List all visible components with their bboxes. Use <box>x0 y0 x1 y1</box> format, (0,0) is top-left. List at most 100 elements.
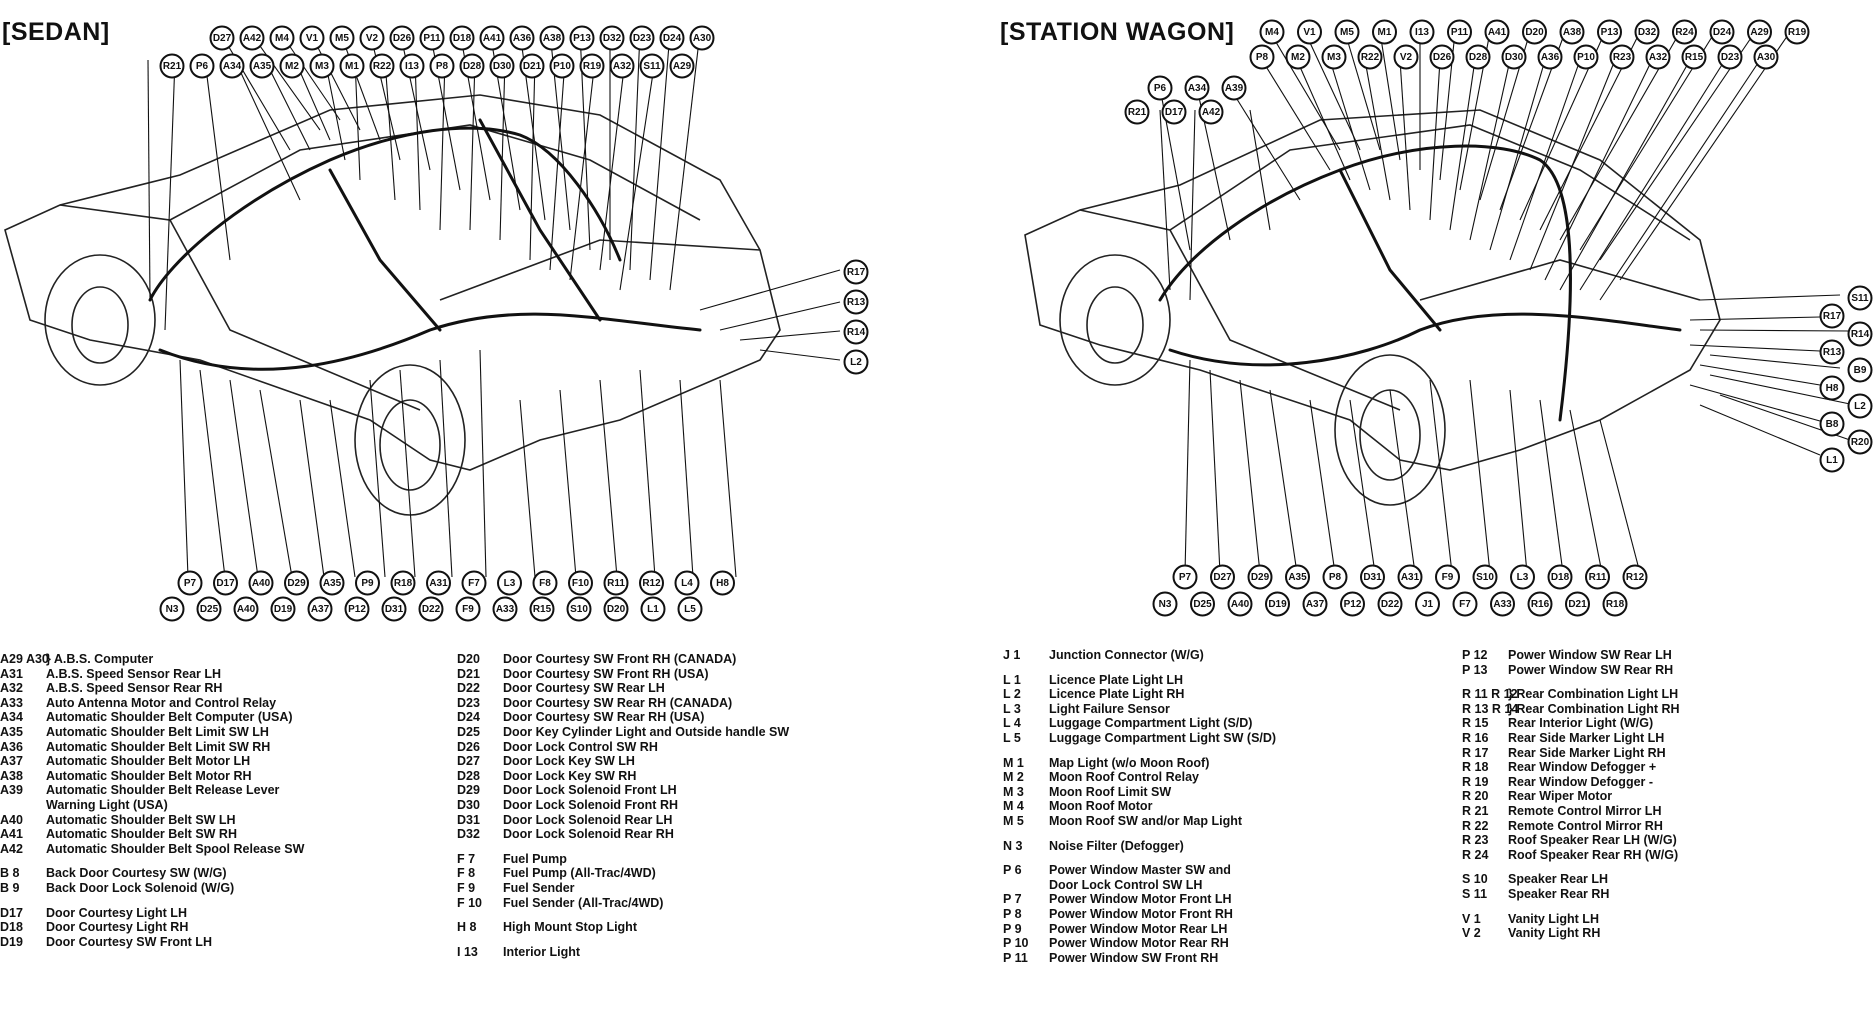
legend-code: A35 <box>0 724 23 739</box>
svg-text:D24: D24 <box>1713 27 1732 38</box>
legend-entry: Door Lock Control SW LH <box>1003 878 1276 893</box>
callout-r19: R19 <box>1784 19 1810 45</box>
callout-d21: D21 <box>1565 591 1590 617</box>
sedan-title: [SEDAN] <box>2 18 110 46</box>
callout-p6: P6 <box>1147 75 1173 101</box>
legend-text: Door Courtesy SW Rear RH (USA) <box>503 710 705 725</box>
svg-text:M4: M4 <box>1265 27 1279 38</box>
legend-text: Moon Roof Control Relay <box>1049 770 1199 785</box>
svg-text:D21: D21 <box>523 61 542 72</box>
svg-text:R14: R14 <box>1851 329 1870 340</box>
svg-text:M1: M1 <box>1378 27 1392 38</box>
callout-m5: M5 <box>329 25 355 51</box>
callout-a34: A34 <box>219 53 245 79</box>
legend-text: Power Window SW Front RH <box>1049 950 1219 965</box>
svg-text:R21: R21 <box>163 61 182 72</box>
legend-code: D17 <box>0 905 23 920</box>
callout-a39: A39 <box>1221 75 1247 101</box>
svg-text:A35: A35 <box>253 61 272 72</box>
legend-text: Junction Connector (W/G) <box>1049 648 1204 662</box>
legend-text: Speaker Rear LH <box>1508 872 1609 887</box>
callout-r15: R15 <box>1681 44 1707 70</box>
legend-code: D28 <box>457 768 480 783</box>
svg-text:M4: M4 <box>275 33 289 44</box>
legend-text: Power Window SW Rear LH <box>1508 648 1672 662</box>
legend-text: Door Courtesy Light RH <box>46 920 189 935</box>
callout-p13: P13 <box>569 25 595 51</box>
legend-text: Fuel Pump (All-Trac/4WD) <box>503 866 656 881</box>
callout-m4: M4 <box>1259 19 1285 45</box>
legend-text: Fuel Pump <box>503 851 567 866</box>
svg-text:V1: V1 <box>306 33 319 44</box>
callout-f10: F10 <box>568 570 593 596</box>
sedan-leaders <box>147 31 841 578</box>
callout-p6: P6 <box>189 53 215 79</box>
callout-p12: P12 <box>344 596 370 622</box>
legend-text: Door Courtesy SW Front LH <box>46 934 212 949</box>
legend-text: Door Lock Key SW RH <box>503 768 637 783</box>
legend-text: Door Courtesy SW Front RH (USA) <box>503 666 709 681</box>
callout-f7: F7 <box>461 570 487 596</box>
callout-d32: D32 <box>1634 19 1660 45</box>
legend-code: D24 <box>457 710 480 725</box>
legend-text: Remote Control Mirror LH <box>1508 803 1662 818</box>
legend-text: Rear Wiper Motor <box>1508 789 1613 804</box>
callout-a42: A42 <box>239 25 265 51</box>
callout-d24: D24 <box>659 25 685 51</box>
callout-d25: D25 <box>1190 591 1215 617</box>
legend-code: J 1 <box>1003 648 1021 662</box>
svg-text:R11: R11 <box>1589 572 1607 583</box>
callout-s10: S10 <box>566 596 592 622</box>
legend-text: Door Courtesy SW Rear RH (CANADA) <box>503 695 733 710</box>
callout-r11: R11 <box>603 570 629 596</box>
wagon-harness <box>1158 144 1682 422</box>
callout-d19: D19 <box>1265 591 1290 617</box>
svg-text:A35: A35 <box>323 578 342 589</box>
legend-text: Door Courtesy Light LH <box>46 905 187 920</box>
svg-text:M5: M5 <box>335 33 349 44</box>
legend-text: Back Door Courtesy SW (W/G) <box>46 866 227 881</box>
svg-text:P7: P7 <box>184 578 197 589</box>
callout-a42: A42 <box>1198 99 1224 125</box>
svg-text:D17: D17 <box>1165 107 1184 118</box>
legend-spacer <box>457 935 789 945</box>
callout-r18: R18 <box>1602 591 1628 617</box>
svg-text:A31: A31 <box>1401 572 1420 583</box>
legend-code: A40 <box>0 812 23 827</box>
legend-entry: R 13 R 14} Rear Combination Light RH <box>1462 702 1680 717</box>
svg-text:R17: R17 <box>1823 311 1842 322</box>
callout-a33: A33 <box>1490 591 1515 617</box>
svg-text:D26: D26 <box>393 33 412 44</box>
legend-code: M 2 <box>1003 770 1024 785</box>
svg-text:M1: M1 <box>345 61 359 72</box>
legend-text: Door Key Cylinder Light and Outside hand… <box>503 724 790 739</box>
callout-r12: R12 <box>1622 564 1648 590</box>
callout-d20: D20 <box>603 596 629 622</box>
svg-text:P6: P6 <box>196 61 209 72</box>
legend-code: D32 <box>457 827 480 842</box>
callout-v2: V2 <box>359 25 385 51</box>
legend-code: R 19 <box>1462 774 1489 789</box>
callout-f8: F8 <box>532 570 558 596</box>
svg-text:A40: A40 <box>237 604 256 615</box>
callout-p13: P13 <box>1597 19 1622 45</box>
